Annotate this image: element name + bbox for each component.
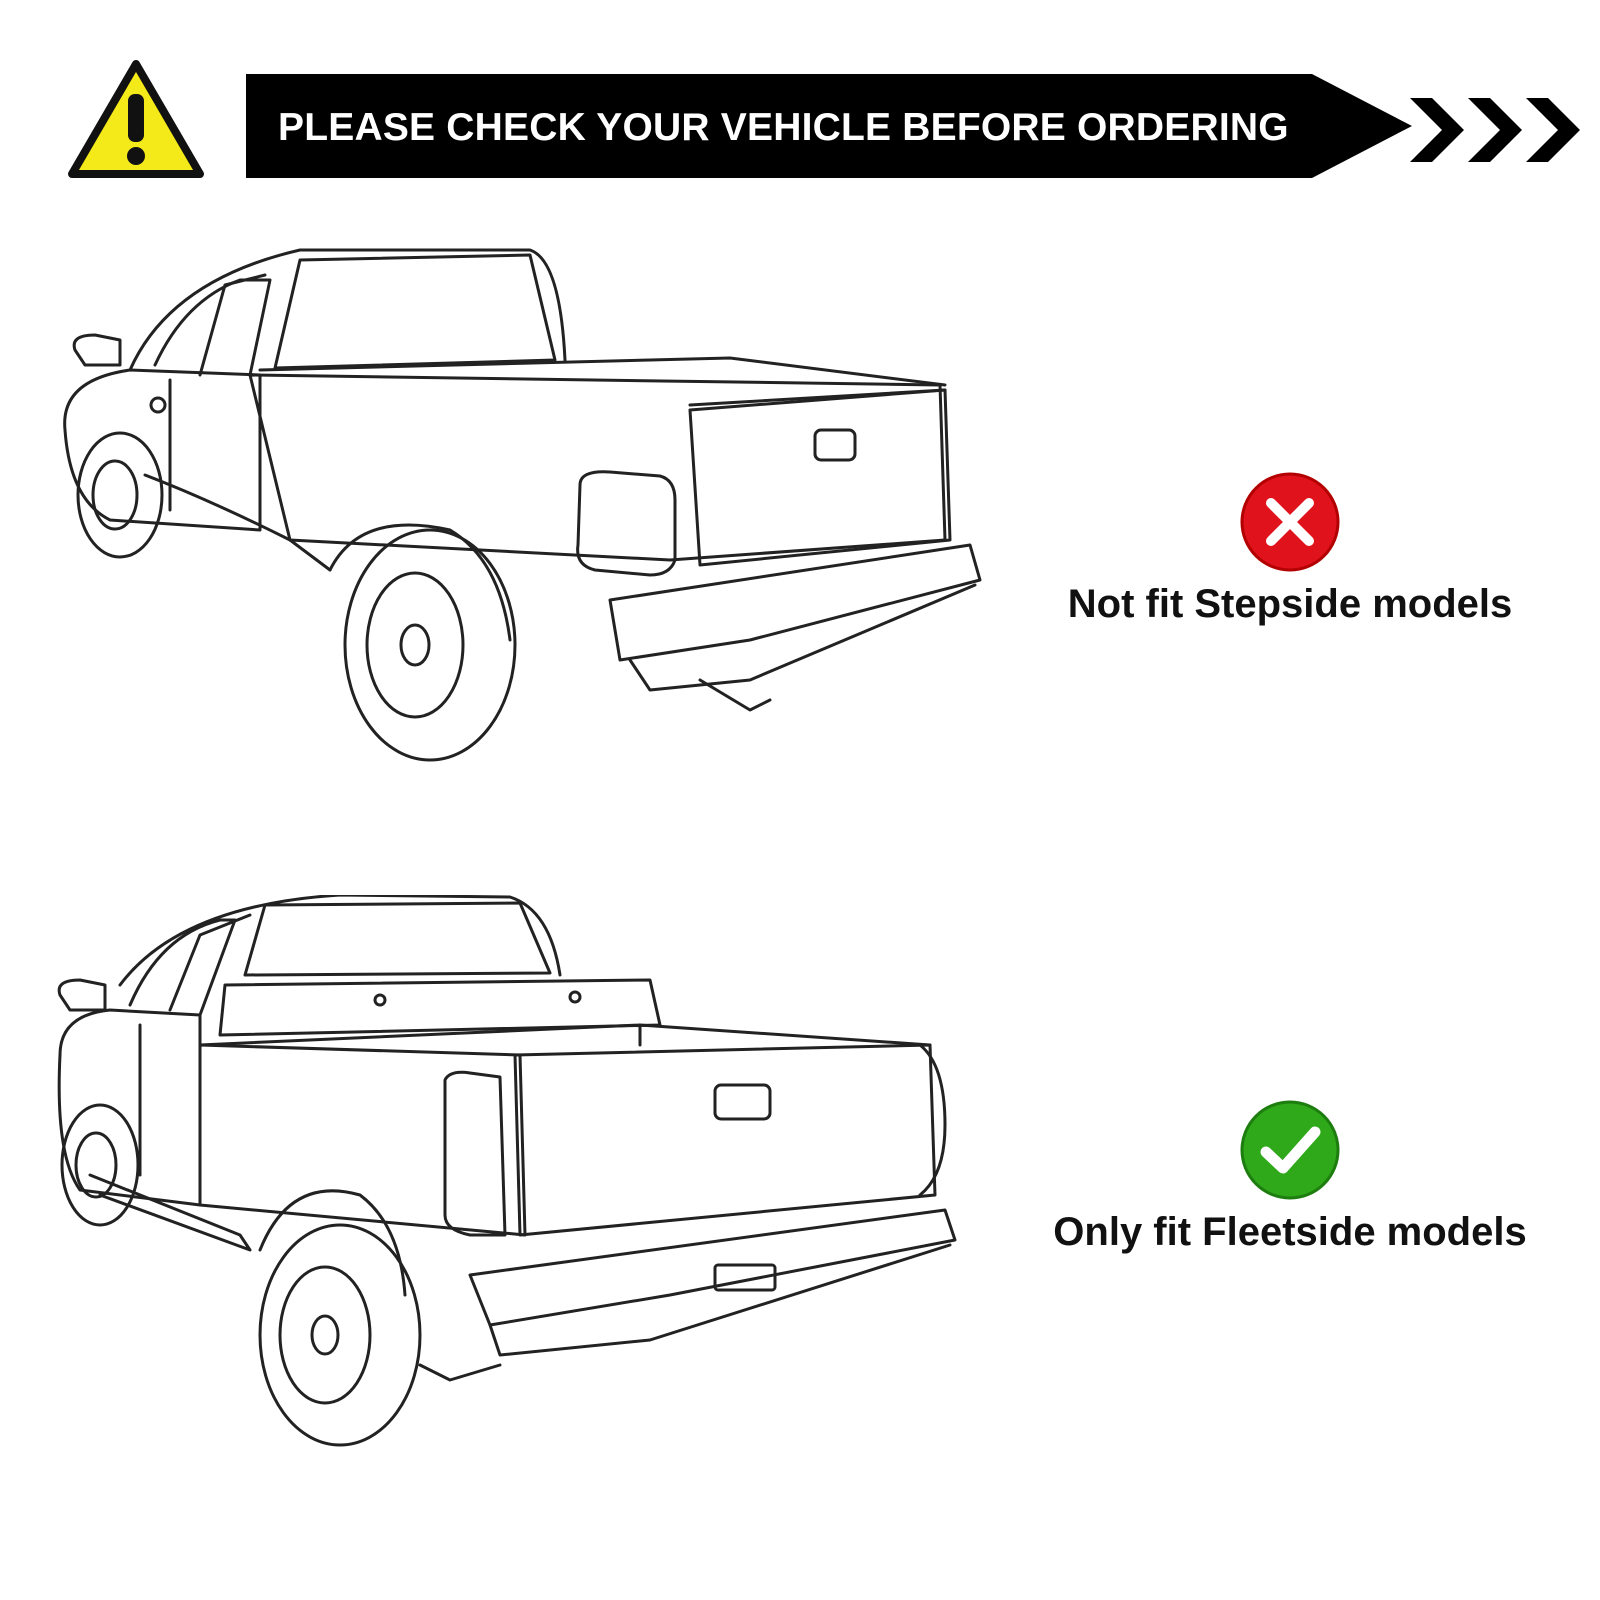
fleetside-truck-illustration — [57, 895, 957, 1447]
only-fit-notice: Only fit Fleetside models — [1020, 1098, 1560, 1255]
triple-chevron-right-icon — [1410, 98, 1580, 162]
green-check-icon — [1240, 1100, 1340, 1200]
not-fit-notice: Not fit Stepside models — [1040, 470, 1540, 627]
not-fit-label: Not fit Stepside models — [1067, 582, 1513, 626]
red-x-icon — [1240, 472, 1340, 572]
warning-triangle-icon — [68, 60, 204, 178]
banner-heading: PLEASE CHECK YOUR VEHICLE BEFORE ORDERIN… — [278, 106, 1289, 149]
only-fit-label: Only fit Fleetside models — [1053, 1210, 1527, 1254]
stepside-truck-illustration — [63, 248, 982, 762]
banner-bar — [246, 74, 1412, 178]
warning-banner: PLEASE CHECK YOUR VEHICLE BEFORE ORDERIN… — [0, 0, 1600, 200]
